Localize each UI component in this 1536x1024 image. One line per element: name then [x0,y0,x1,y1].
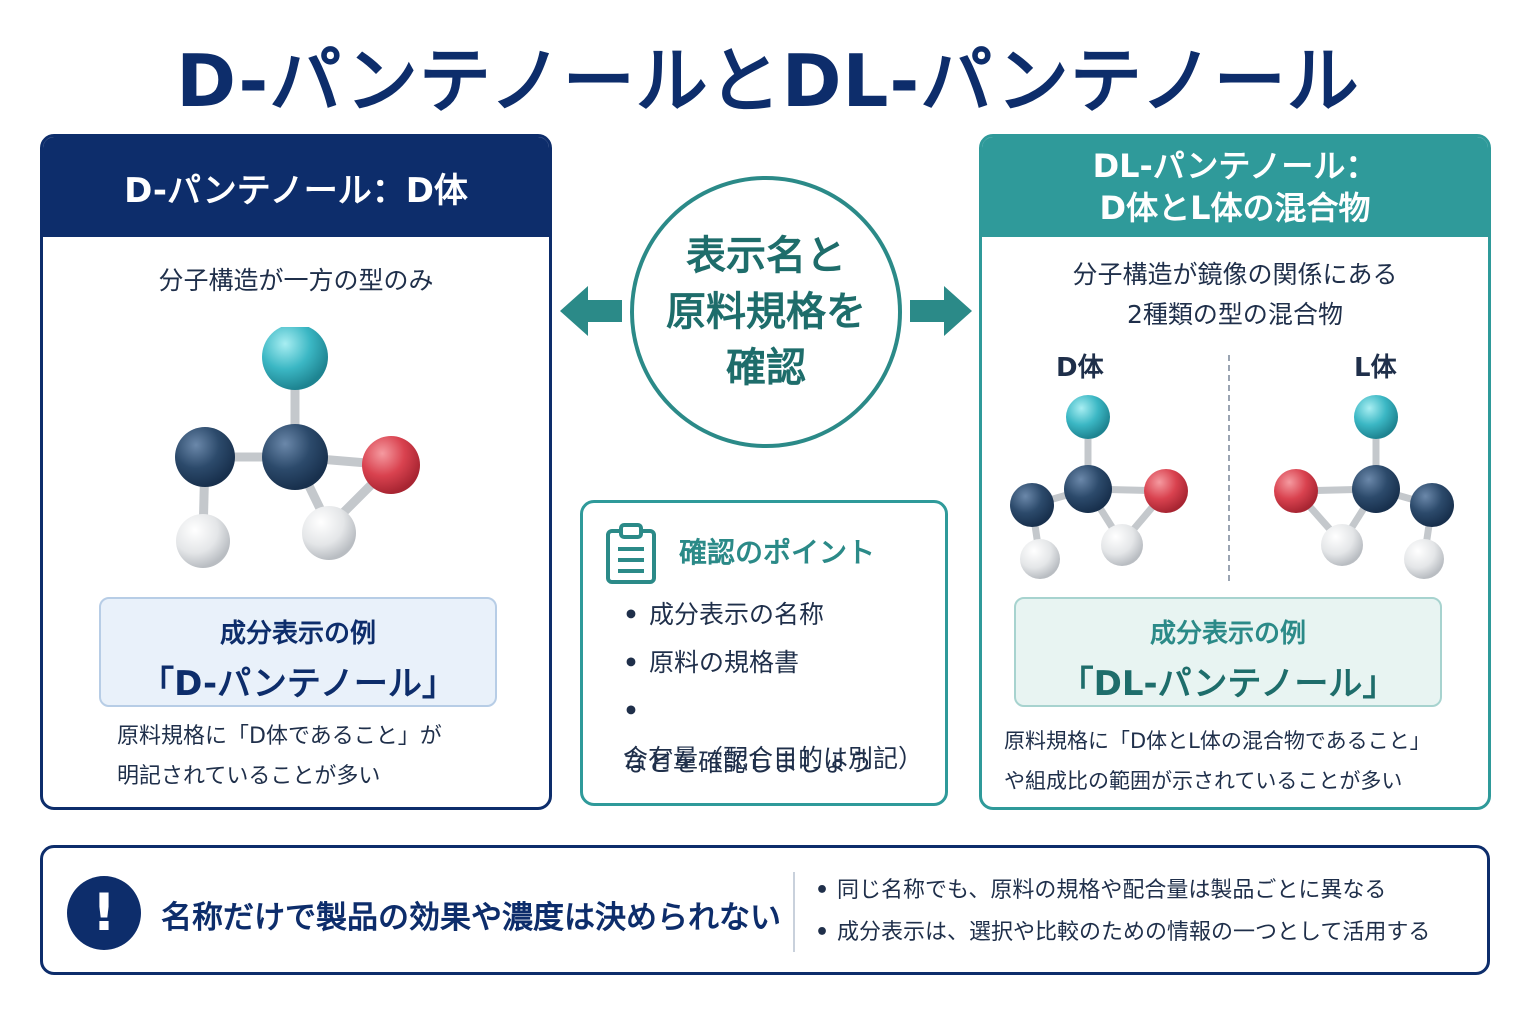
atom-red [362,436,420,494]
atom-white [176,514,230,568]
check-points-box: 確認のポイント •成分表示の名称 •原料の規格書 •含有量（配合目的は別記） な… [580,500,948,806]
d-example-value: 「D-パンテノール」 [140,664,456,704]
d-molecule-illustration [175,327,420,568]
l-form-molecule [1274,395,1454,579]
atom-cyan [1066,395,1110,439]
dl-description-line1: 分子構造が鏡像の関係にある [1072,260,1398,289]
d-form-label: D体 [1056,353,1104,383]
arrow-left-icon [560,286,622,336]
check-points-title: 確認のポイント [679,536,876,569]
list-item: •含有量（配合目的は別記） [623,696,924,773]
atom-dark [1410,483,1454,527]
clipboard-icon [606,523,656,584]
dl-footnote-line1: 原料規格に「D体とL体の混合物であること」 [1004,729,1431,753]
list-item: •成分表示の名称 [623,600,825,629]
d-footnote-line2: 明記されていることが多い [117,764,381,789]
dl-panel-description: 分子構造が鏡像の関係にある 2種類の型の混合物 [982,255,1488,335]
list-item: •成分表示は、選択や比較のための情報の一つとして活用する [815,920,1431,945]
dl-footnote-line2: や組成比の範囲が示されていることが多い [1004,769,1403,793]
atom-white [1020,539,1060,579]
atom-red [1274,469,1318,513]
atom-dark [175,427,235,487]
check-points-list: •成分表示の名称 •原料の規格書 •含有量（配合目的は別記） [623,591,945,783]
atom-dark [1064,465,1112,513]
atom-white [1101,524,1143,566]
dl-footnote: 原料規格に「D体とL体の混合物であること」 や組成比の範囲が示されていることが多… [982,721,1488,801]
l-form-label: L体 [1354,353,1397,383]
d-example-box: 成分表示の例 「D-パンテノール」 [99,597,497,707]
dl-example-value: 「DL-パンテノール」 [1059,664,1397,704]
confirm-line1: 表示名と [686,233,846,279]
atom-dark [1352,465,1400,513]
atom-dark [262,424,328,490]
atom-white [1404,539,1444,579]
exclamation-circle-icon: ! [67,876,141,950]
atom-red [1144,469,1188,513]
d-panel-description: 分子構造が一方の型のみ [158,266,434,295]
atom-white [302,506,356,560]
atom-cyan [262,327,328,390]
check-points-note: などを確認しましょう [623,748,874,777]
dl-example-box: 成分表示の例 「DL-パンテノール」 [1014,597,1442,707]
d-panthenol-panel: D-パンテノール：D体 分子構造が一方の型のみ 成分表示の例 「D-パンテノール… [40,134,552,810]
caution-divider [793,872,795,952]
list-item: •原料の規格書 [623,648,800,677]
d-footnote-line1: 原料規格に「D体であること」が [117,724,442,749]
page-title: D-パンテノールとDL-パンテノール [176,39,1360,123]
dl-panel-header: DL-パンテノール： D体とL体の混合物 [982,137,1488,237]
list-item: •同じ名称でも、原料の規格や配合量は製品ごとに異なる [815,878,1387,903]
atom-white [1321,524,1363,566]
d-footnote: 原料規格に「D体であること」が 明記されていることが多い [43,717,549,797]
d-panel-header: D-パンテノール：D体 [43,137,549,237]
mirror-divider [1228,355,1230,581]
dl-header-line2: D体とL体の混合物 [1099,189,1371,227]
dl-example-label: 成分表示の例 [1149,619,1306,649]
caution-list: •同じ名称でも、原料の規格や配合量は製品ごとに異なる •成分表示は、選択や比較の… [815,870,1430,954]
confirm-line3: 確認 [726,345,806,391]
dl-description-line2: 2種類の型の混合物 [1127,300,1343,329]
dl-header-line1: DL-パンテノール： [1092,147,1378,185]
confirm-circle: 表示名と 原料規格を 確認 [630,176,902,448]
d-form-molecule [1010,395,1188,579]
dl-panthenol-panel: DL-パンテノール： D体とL体の混合物 分子構造が鏡像の関係にある 2種類の型… [979,134,1491,810]
atom-dark [1010,483,1054,527]
arrow-right-icon [910,286,972,336]
atom-cyan [1354,395,1398,439]
confirm-line2: 原料規格を [666,289,866,335]
caution-bar: ! 名称だけで製品の効果や濃度は決められない •同じ名称でも、原料の規格や配合量… [40,845,1490,975]
caution-text: 名称だけで製品の効果や濃度は決められない [161,900,781,936]
d-example-label: 成分表示の例 [219,619,376,649]
